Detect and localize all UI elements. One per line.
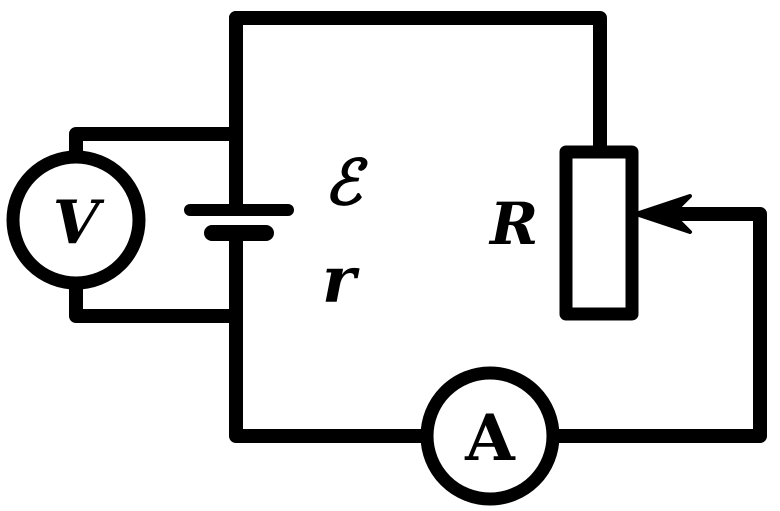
emf-label: ℰ [324,146,368,219]
wire-battery-lower [229,225,437,443]
internal-resistance-label: r [322,243,360,318]
variable-resistor [559,145,639,321]
resistor-label: R [488,190,538,258]
wire-ammeter-right [545,207,767,443]
voltmeter-symbol: V [53,188,105,258]
slider-arrow-icon [634,194,692,234]
ammeter-symbol: A [464,401,516,476]
voltmeter [6,150,146,290]
wire-top [229,11,607,159]
wire-voltmeter-bottom [69,275,243,323]
ammeter [420,366,560,506]
